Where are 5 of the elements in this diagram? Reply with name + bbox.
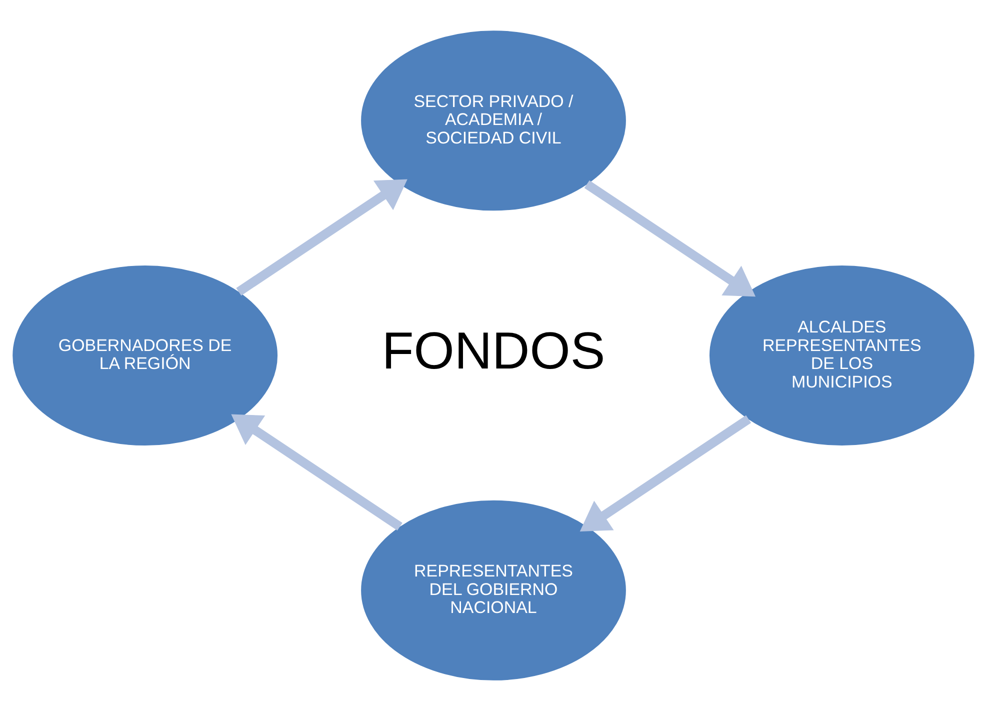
arrow [236,179,408,296]
arrow [584,180,756,297]
label: FONDOS [382,322,606,381]
arrow [231,414,402,530]
arrow [580,415,752,532]
